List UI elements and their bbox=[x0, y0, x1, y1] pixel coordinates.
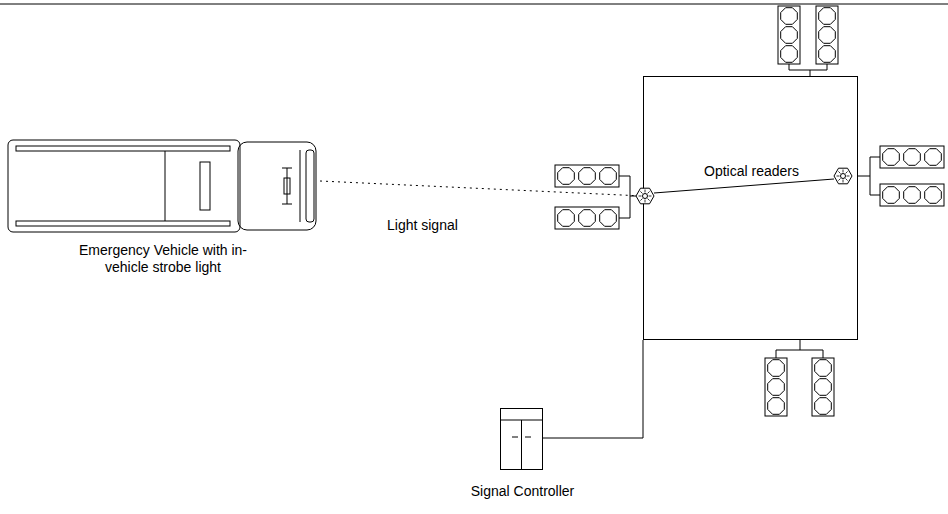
signal-housing bbox=[778, 6, 800, 64]
reader-ray bbox=[845, 178, 847, 180]
reader-ray bbox=[639, 196, 642, 197]
signal-head bbox=[778, 6, 800, 64]
vehicle-divider bbox=[165, 151, 166, 221]
edge-label: Light signal bbox=[385, 217, 460, 234]
signal-lamp bbox=[925, 187, 942, 204]
vehicle-node: Emergency Vehicle with in-vehicle strobe… bbox=[6, 138, 320, 282]
top-rule bbox=[0, 4, 948, 5]
reader-ray bbox=[847, 176, 850, 177]
optical-reader bbox=[834, 168, 852, 184]
reader-lens bbox=[841, 174, 846, 179]
reader-ray bbox=[645, 190, 646, 193]
signal-lamp bbox=[883, 149, 900, 166]
traffic-signals bbox=[555, 6, 944, 416]
reader-ray bbox=[843, 170, 844, 173]
signal-lamp bbox=[819, 46, 836, 63]
wire bbox=[776, 340, 823, 358]
vehicle-hood bbox=[306, 150, 314, 222]
signal-head bbox=[812, 358, 834, 416]
signal-lamp bbox=[600, 210, 617, 227]
reader-ray bbox=[649, 196, 652, 197]
node-label: Emergency Vehicle with in-vehicle strobe… bbox=[63, 242, 263, 276]
signal-controller: Signal Controller bbox=[500, 408, 543, 470]
cabinet-handle bbox=[525, 437, 531, 438]
node-label: Optical readers bbox=[704, 163, 799, 180]
signal-lamp bbox=[904, 149, 921, 166]
signal-lamp bbox=[815, 360, 832, 377]
reader-ray bbox=[640, 191, 642, 193]
strobe-light bbox=[282, 204, 292, 205]
signal-lamp bbox=[781, 8, 798, 25]
signal-lamp bbox=[819, 27, 836, 44]
reader-housing bbox=[636, 188, 654, 204]
leader-line bbox=[654, 179, 834, 193]
vehicle-cab bbox=[238, 142, 316, 230]
reader-ray bbox=[837, 176, 840, 177]
light-signal-path bbox=[320, 181, 643, 196]
signal-lamp bbox=[815, 379, 832, 396]
signal-housing bbox=[555, 165, 619, 187]
controller-cabinet bbox=[500, 420, 543, 470]
reader-ray bbox=[845, 171, 847, 173]
signal-head bbox=[555, 165, 619, 187]
signal-lamp bbox=[904, 187, 921, 204]
reader-housing bbox=[834, 168, 852, 184]
vehicle-body bbox=[8, 140, 240, 232]
signal-lamp bbox=[558, 210, 575, 227]
signal-lamp bbox=[579, 168, 596, 185]
reader-ray bbox=[843, 180, 844, 183]
wire bbox=[619, 176, 643, 218]
emergency-vehicle bbox=[8, 140, 316, 232]
signal-housing bbox=[816, 6, 838, 64]
signal-lamp bbox=[579, 210, 596, 227]
signal-lamp bbox=[815, 398, 832, 415]
node-label: Signal Controller bbox=[471, 483, 575, 500]
signal-lamp bbox=[558, 168, 575, 185]
reader-ray bbox=[645, 200, 646, 203]
signal-housing bbox=[812, 358, 834, 416]
vehicle-strip bbox=[16, 221, 230, 226]
intersection-box: Optical readers bbox=[643, 76, 858, 340]
strobe-light bbox=[287, 168, 288, 204]
signal-head bbox=[816, 6, 838, 64]
signal-housing bbox=[555, 207, 619, 229]
signal-lamp bbox=[781, 27, 798, 44]
signal-lamp bbox=[925, 149, 942, 166]
signal-head bbox=[555, 207, 619, 229]
signal-housing bbox=[880, 184, 944, 206]
signal-housing bbox=[765, 358, 787, 416]
reader-ray bbox=[838, 171, 840, 173]
optical-reader bbox=[636, 188, 654, 204]
reader-lens bbox=[643, 194, 648, 199]
vehicle-strip bbox=[16, 146, 230, 151]
signal-head bbox=[880, 146, 944, 168]
signal-lamp bbox=[768, 398, 785, 415]
wire bbox=[789, 64, 827, 76]
reader-ray bbox=[647, 191, 649, 193]
signal-wires bbox=[619, 64, 880, 358]
strobe-light bbox=[284, 178, 290, 194]
vehicle-windshield bbox=[300, 150, 301, 222]
signal-lamp bbox=[600, 168, 617, 185]
signal-lamp bbox=[768, 379, 785, 396]
cabinet-handle bbox=[512, 437, 518, 438]
signal-lamp bbox=[768, 360, 785, 377]
signal-lamp bbox=[819, 8, 836, 25]
signal-lamp bbox=[883, 187, 900, 204]
signal-head bbox=[765, 358, 787, 416]
wire bbox=[858, 157, 880, 195]
vehicle-hatch bbox=[200, 162, 210, 210]
signal-housing bbox=[880, 146, 944, 168]
signal-lamp bbox=[781, 46, 798, 63]
reader-ray bbox=[640, 198, 642, 200]
signal-head bbox=[880, 184, 944, 206]
cabinet-door bbox=[521, 420, 522, 470]
reader-ray bbox=[838, 178, 840, 180]
reader-ray bbox=[647, 198, 649, 200]
control-wire bbox=[543, 340, 643, 438]
